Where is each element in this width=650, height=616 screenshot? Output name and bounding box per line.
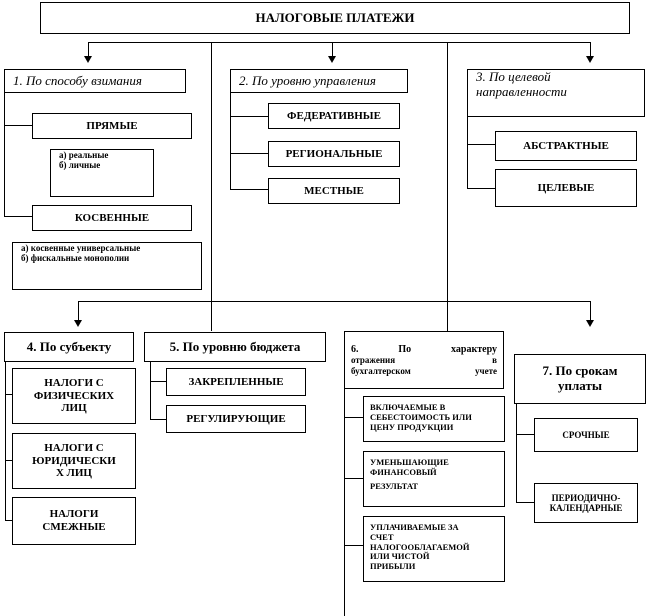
group-1-header: 1. По способу взимания <box>4 69 186 93</box>
connector <box>230 189 268 190</box>
group-1-item-indirect: КОСВЕННЫЕ <box>32 205 192 231</box>
arrow-icon <box>328 56 336 63</box>
connector <box>590 42 591 56</box>
group-6-header: 6. По характеру отражения в бухгалтерско… <box>344 331 504 389</box>
connector <box>344 389 345 616</box>
diagram-title: НАЛОГОВЫЕ ПЛАТЕЖИ <box>40 2 630 34</box>
group-7-item-urgent: СРОЧНЫЕ <box>534 418 638 452</box>
connector <box>332 42 333 56</box>
subtype-label: а) косвенные универсальные <box>21 243 141 253</box>
connector <box>516 502 534 503</box>
item-line: ЛИЦ <box>61 402 87 415</box>
item-line: НАЛОГИ С <box>44 377 104 390</box>
group-6-item-profit: УПЛАЧИВАЕМЫЕ ЗА СЧЕТ НАЛОГООБЛАГАЕМОЙ ИЛ… <box>363 516 505 582</box>
connector <box>467 144 495 145</box>
group-1-indirect-subtypes: а) косвенные универсальные б) фискальные… <box>12 242 202 290</box>
connector <box>5 360 6 520</box>
connector <box>211 42 212 331</box>
item-line: РЕЗУЛЬТАТ <box>370 480 418 491</box>
group-5-item-fixed: ЗАКРЕПЛЕННЫЕ <box>166 368 306 396</box>
connector <box>4 125 32 126</box>
arrow-icon <box>84 56 92 63</box>
group-3-header-line: 3. По целевой <box>476 69 551 84</box>
arrow-icon <box>74 320 82 327</box>
item-line: ЦЕНУ ПРОДУКЦИИ <box>370 421 454 432</box>
subtype-label: б) фискальные монополии <box>21 253 130 264</box>
item-line: ФИНАНСОВЫЙ <box>370 466 437 477</box>
group-2-item-federal: ФЕДЕРАТИВНЫЕ <box>268 103 400 129</box>
group-7-item-periodic: ПЕРИОДИЧНО- КАЛЕНДАРНЫЕ <box>534 483 638 523</box>
group-4-header: 4. По субъекту <box>4 332 134 362</box>
group-3-header-line: направленности <box>476 83 567 99</box>
group-4-item-legal-entities: НАЛОГИ С ЮРИДИЧЕСКИ Х ЛИЦ <box>12 433 136 489</box>
connector <box>344 478 363 479</box>
arrow-icon <box>586 320 594 327</box>
group-3-header: 3. По целевой направленности <box>467 69 645 117</box>
group-6-item-cost: ВКЛЮЧАЕМЫЕ В СЕБЕСТОИМОСТЬ ИЛИ ЦЕНУ ПРОД… <box>363 396 505 442</box>
connector <box>150 381 166 382</box>
connector <box>4 216 32 217</box>
connector <box>447 42 448 343</box>
group-4-item-related: НАЛОГИ СМЕЖНЫЕ <box>12 497 136 545</box>
group-5-item-regulating: РЕГУЛИРУЮЩИЕ <box>166 405 306 433</box>
group-1-item-direct: ПРЯМЫЕ <box>32 113 192 139</box>
group-1-direct-subtypes: а) реальные б) личные <box>50 149 154 197</box>
item-line: ВКЛЮЧАЕМЫЕ В <box>370 402 446 412</box>
connector <box>150 419 166 420</box>
connector <box>230 92 231 189</box>
connector <box>78 301 590 302</box>
group-7-header-line: уплаты <box>558 378 602 393</box>
item-line: СЕБЕСТОИМОСТЬ ИЛИ <box>370 411 472 422</box>
connector <box>4 92 5 216</box>
group-2-item-regional: РЕГИОНАЛЬНЫЕ <box>268 141 400 167</box>
connector <box>516 404 517 502</box>
group-5-header: 5. По уровню бюджета <box>144 332 326 362</box>
connector <box>5 394 12 395</box>
connector <box>5 460 12 461</box>
group-2-item-local: МЕСТНЫЕ <box>268 178 400 204</box>
item-line: УМЕНЬШАЮЩИЕ <box>370 457 449 467</box>
group-4-item-individuals: НАЛОГИ С ФИЗИЧЕСКИХ ЛИЦ <box>12 368 136 424</box>
subtype-label: а) реальные <box>59 150 109 160</box>
group-6-header-line: бухгалтерском учете <box>351 365 497 376</box>
connector <box>150 362 151 419</box>
item-line: ЮРИДИЧЕСКИ <box>32 454 116 467</box>
arrow-icon <box>586 56 594 63</box>
item-line: Х ЛИЦ <box>55 467 92 480</box>
connector <box>467 188 495 189</box>
item-line: СЧЕТ <box>370 531 394 542</box>
group-6-header-line: 6. По характеру <box>351 343 497 355</box>
item-line: СМЕЖНЫЕ <box>42 521 106 533</box>
connector <box>344 545 363 546</box>
item-line: НАЛОГООБЛАГАЕМОЙ <box>370 541 470 552</box>
connector <box>344 417 363 418</box>
item-line: ПЕРИОДИЧНО- <box>551 492 621 503</box>
connector <box>88 42 89 56</box>
connector <box>88 42 590 43</box>
item-line: ФИЗИЧЕСКИХ <box>33 389 115 402</box>
group-3-item-abstract: АБСТРАКТНЫЕ <box>495 131 637 161</box>
group-6-header-line: отражения в <box>351 355 497 366</box>
group-6-item-financial-result: УМЕНЬШАЮЩИЕ ФИНАНСОВЫЙ РЕЗУЛЬТАТ <box>363 451 505 507</box>
connector <box>590 301 591 321</box>
item-line: ИЛИ ЧИСТОЙ <box>370 551 430 562</box>
item-line: НАЛОГИ С <box>44 442 104 455</box>
item-line: НАЛОГИ <box>49 508 99 521</box>
item-line: УПЛАЧИВАЕМЫЕ ЗА <box>370 522 459 532</box>
connector <box>230 153 268 154</box>
item-line: ПРИБЫЛИ <box>370 561 416 572</box>
group-3-item-targeted: ЦЕЛЕВЫЕ <box>495 169 637 207</box>
group-7-header: 7. По срокам уплаты <box>514 354 646 404</box>
connector <box>230 116 268 117</box>
connector <box>516 434 534 435</box>
group-2-header: 2. По уровню управления <box>230 69 408 93</box>
connector <box>467 117 468 188</box>
group-7-header-line: 7. По срокам <box>542 363 618 379</box>
subtype-label: б) личные <box>59 160 101 171</box>
connector <box>78 301 79 321</box>
connector <box>5 520 12 521</box>
item-line: КАЛЕНДАРНЫЕ <box>549 503 623 513</box>
